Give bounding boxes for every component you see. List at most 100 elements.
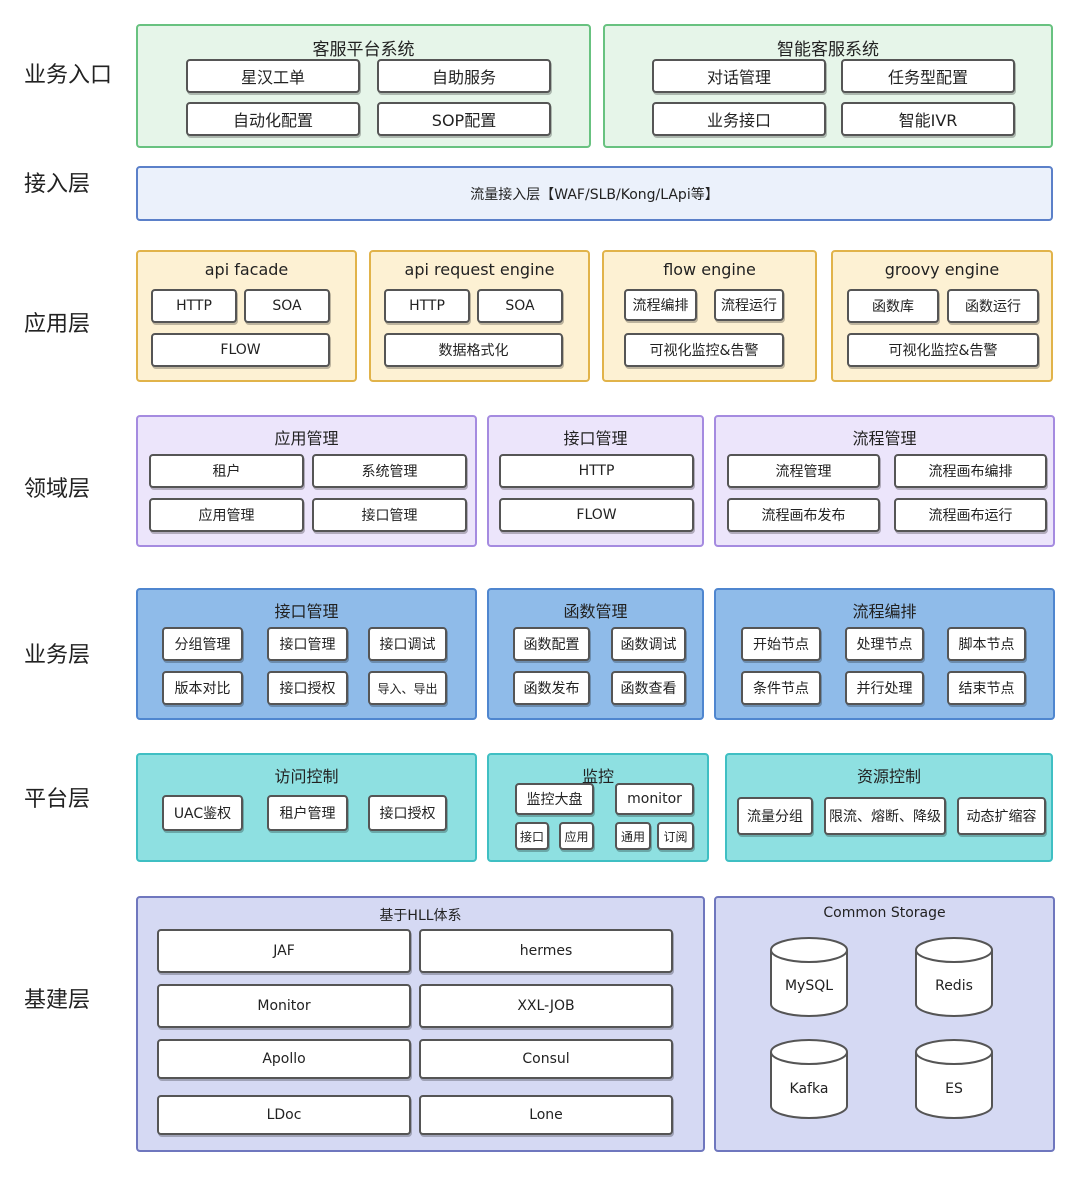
domain-item: 流程画布运行 [894,498,1047,532]
app-panel-api-facade: api facade HTTP SOA FLOW [136,250,357,382]
database-cylinder-icon [770,937,848,1017]
business-item: 处理节点 [845,627,924,661]
entry-panel-customer-service: 客服平台系统 星汉工单 自助服务 自动化配置 SOP配置 [136,24,591,148]
layer-label-app: 应用层 [24,312,91,337]
platform-item: UAC鉴权 [162,795,243,831]
app-item: 流程编排 [624,289,697,321]
business-item: 脚本节点 [947,627,1026,661]
business-panel-function: 函数管理 函数配置 函数调试 函数发布 函数查看 [487,588,704,720]
layer-label-platform: 平台层 [24,787,91,812]
panel-title: 监控 [581,767,614,786]
business-item: 结束节点 [947,671,1026,705]
app-item: SOA [477,289,563,323]
storage-label-kafka: Kafka [789,1081,829,1097]
platform-panel-access-control: 访问控制 UAC鉴权 租户管理 接口授权 [136,753,477,862]
business-panel-interface: 接口管理 分组管理 接口管理 接口调试 版本对比 接口授权 导入、导出 [136,588,477,720]
entry-item: 星汉工单 [186,59,360,93]
platform-item: 限流、熔断、降级 [824,797,946,835]
storage-label-es: ES [945,1081,963,1097]
business-item: 导入、导出 [368,671,447,705]
access-panel: 流量接入层【WAF/SLB/Kong/LApi等】 [136,166,1053,221]
business-item: 版本对比 [162,671,243,705]
business-item: 开始节点 [741,627,821,661]
domain-item: 流程画布编排 [894,454,1047,488]
panel-title: 应用管理 [274,429,339,448]
panel-title: 智能客服系统 [777,40,879,60]
platform-item: 监控大盘 [515,783,594,815]
entry-item: 业务接口 [652,102,826,136]
infra-item: Consul [419,1039,673,1079]
infra-item: Apollo [157,1039,411,1079]
domain-panel-app-mgmt: 应用管理 租户 系统管理 应用管理 接口管理 [136,415,477,547]
domain-item: 接口管理 [312,498,467,532]
panel-title: 流程编排 [852,602,917,621]
business-item: 函数查看 [611,671,686,705]
infra-item: LDoc [157,1095,411,1135]
platform-item: 接口 [515,822,549,850]
entry-item: 自助服务 [377,59,551,93]
app-item: 函数运行 [947,289,1039,323]
app-item: 可视化监控&告警 [624,333,784,367]
business-item: 并行处理 [845,671,924,705]
entry-panel-smart-service: 智能客服系统 对话管理 任务型配置 业务接口 智能IVR [603,24,1053,148]
app-item: 数据格式化 [384,333,563,367]
app-item: HTTP [151,289,237,323]
infra-item: hermes [419,929,673,973]
layer-label-access: 接入层 [24,172,91,197]
panel-title: groovy engine [884,260,1000,279]
panel-title: 客服平台系统 [312,40,415,60]
layer-label-entry: 业务入口 [24,63,113,88]
infra-item: Monitor [157,984,411,1028]
platform-panel-resource: 资源控制 流量分组 限流、熔断、降级 动态扩缩容 [725,753,1053,862]
business-item: 函数调试 [611,627,686,661]
layer-label-business: 业务层 [24,643,91,668]
app-item: 流程运行 [714,289,784,321]
business-item: 接口管理 [267,627,348,661]
app-panel-groovy-engine: groovy engine 函数库 函数运行 可视化监控&告警 [831,250,1053,382]
business-panel-flow: 流程编排 开始节点 处理节点 脚本节点 条件节点 并行处理 结束节点 [714,588,1055,720]
business-item: 接口授权 [267,671,348,705]
database-cylinder-icon [915,1039,993,1119]
entry-item: 智能IVR [841,102,1015,136]
infra-panel-hll: 基于HLL体系 JAF hermes Monitor XXL-JOB Apoll… [136,896,705,1152]
app-item: HTTP [384,289,470,323]
domain-item: 租户 [149,454,304,488]
domain-item: 应用管理 [149,498,304,532]
infra-item: Lone [419,1095,673,1135]
platform-item: 接口授权 [368,795,447,831]
app-item: FLOW [151,333,330,367]
storage-label-redis: Redis [935,978,973,994]
entry-item: SOP配置 [377,102,551,136]
panel-title: 基于HLL体系 [379,908,462,924]
access-text: 流量接入层【WAF/SLB/Kong/LApi等】 [470,186,719,203]
panel-title: 接口管理 [274,602,339,621]
domain-item: 流程管理 [727,454,880,488]
business-item: 函数发布 [513,671,590,705]
domain-item: FLOW [499,498,694,532]
entry-item: 任务型配置 [841,59,1015,93]
panel-title: api facade [204,260,289,279]
business-item: 分组管理 [162,627,243,661]
storage-label-mysql: MySQL [784,978,834,994]
platform-item: monitor [615,783,694,815]
domain-item: HTTP [499,454,694,488]
platform-item: 通用 [615,822,651,850]
layer-label-infra: 基建层 [24,988,91,1013]
panel-title: 函数管理 [563,602,628,621]
business-item: 函数配置 [513,627,590,661]
domain-panel-flow-mgmt: 流程管理 流程管理 流程画布编排 流程画布发布 流程画布运行 [714,415,1055,547]
database-cylinder-icon [915,937,993,1017]
platform-item: 流量分组 [737,797,813,835]
app-panel-flow-engine: flow engine 流程编排 流程运行 可视化监控&告警 [602,250,817,382]
business-item: 接口调试 [368,627,447,661]
panel-title: api request engine [404,260,555,279]
platform-item: 租户管理 [267,795,348,831]
panel-title: flow engine [663,260,756,279]
platform-item: 应用 [559,822,594,850]
platform-panel-monitor: 监控 监控大盘 monitor 接口 应用 通用 订阅 [487,753,709,862]
panel-title: 访问控制 [274,767,339,786]
business-item: 条件节点 [741,671,821,705]
infra-item: XXL-JOB [419,984,673,1028]
app-item: SOA [244,289,330,323]
panel-title: 流程管理 [852,429,917,448]
